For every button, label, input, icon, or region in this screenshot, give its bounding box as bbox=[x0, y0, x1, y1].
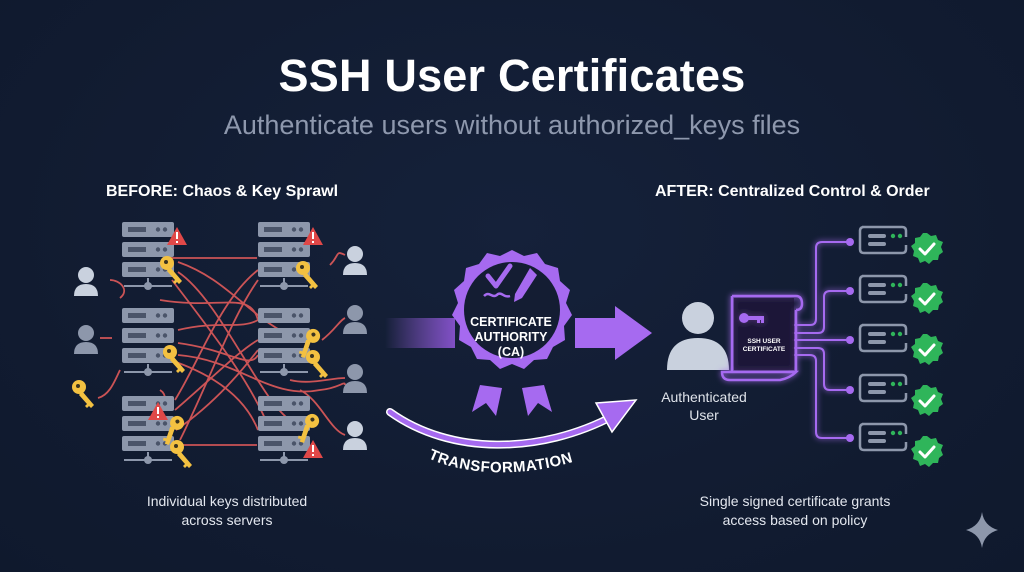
sparkle-icon bbox=[966, 512, 998, 548]
authenticated-user-icon bbox=[667, 302, 729, 370]
page-title: SSH User Certificates bbox=[278, 50, 746, 101]
sprawl-connections bbox=[97, 252, 346, 446]
before-caption-line2: across servers bbox=[181, 512, 273, 528]
ca-label: CERTIFICATE AUTHORITY (CA) bbox=[455, 315, 567, 360]
before-caption-line1: Individual keys distributed bbox=[146, 493, 308, 509]
incoming-arrow bbox=[385, 318, 455, 348]
check-badge-icons bbox=[909, 231, 945, 469]
before-heading: BEFORE: Chaos & Key Sprawl bbox=[106, 183, 339, 200]
user-label-line1: Authenticated bbox=[661, 389, 747, 405]
certificate-label: SSH USER CERTIFICATE bbox=[728, 338, 800, 354]
after-caption-line2: access based on policy bbox=[722, 512, 868, 528]
user-label-line2: User bbox=[689, 407, 719, 423]
page-subtitle: Authenticate users without authorized_ke… bbox=[223, 110, 801, 140]
after-caption-line1: Single signed certificate grants bbox=[699, 493, 891, 509]
after-caption: Single signed certificate grants access … bbox=[670, 492, 920, 530]
transformation-label: TRANSFORMATION bbox=[426, 446, 574, 476]
policy-connections bbox=[792, 241, 850, 439]
ca-badge-icon bbox=[452, 250, 572, 416]
user-icons bbox=[74, 246, 367, 450]
connection-nodes bbox=[846, 238, 854, 442]
after-heading: AFTER: Centralized Control & Order bbox=[655, 183, 930, 200]
arrow-right-icon bbox=[575, 306, 652, 360]
authenticated-user-label: Authenticated User bbox=[644, 388, 764, 424]
ca-label-line3: (CA) bbox=[497, 345, 525, 359]
before-caption: Individual keys distributed across serve… bbox=[117, 492, 337, 530]
certificate-label-line2: CERTIFICATE bbox=[742, 346, 786, 353]
ca-label-line1: CERTIFICATE bbox=[470, 315, 552, 329]
ca-label-line2: AUTHORITY bbox=[474, 330, 548, 344]
certificate-label-line1: SSH USER bbox=[747, 338, 781, 345]
curved-arrow-icon bbox=[386, 399, 638, 449]
after-servers bbox=[858, 225, 908, 452]
certificate-scroll-icon bbox=[720, 294, 804, 382]
